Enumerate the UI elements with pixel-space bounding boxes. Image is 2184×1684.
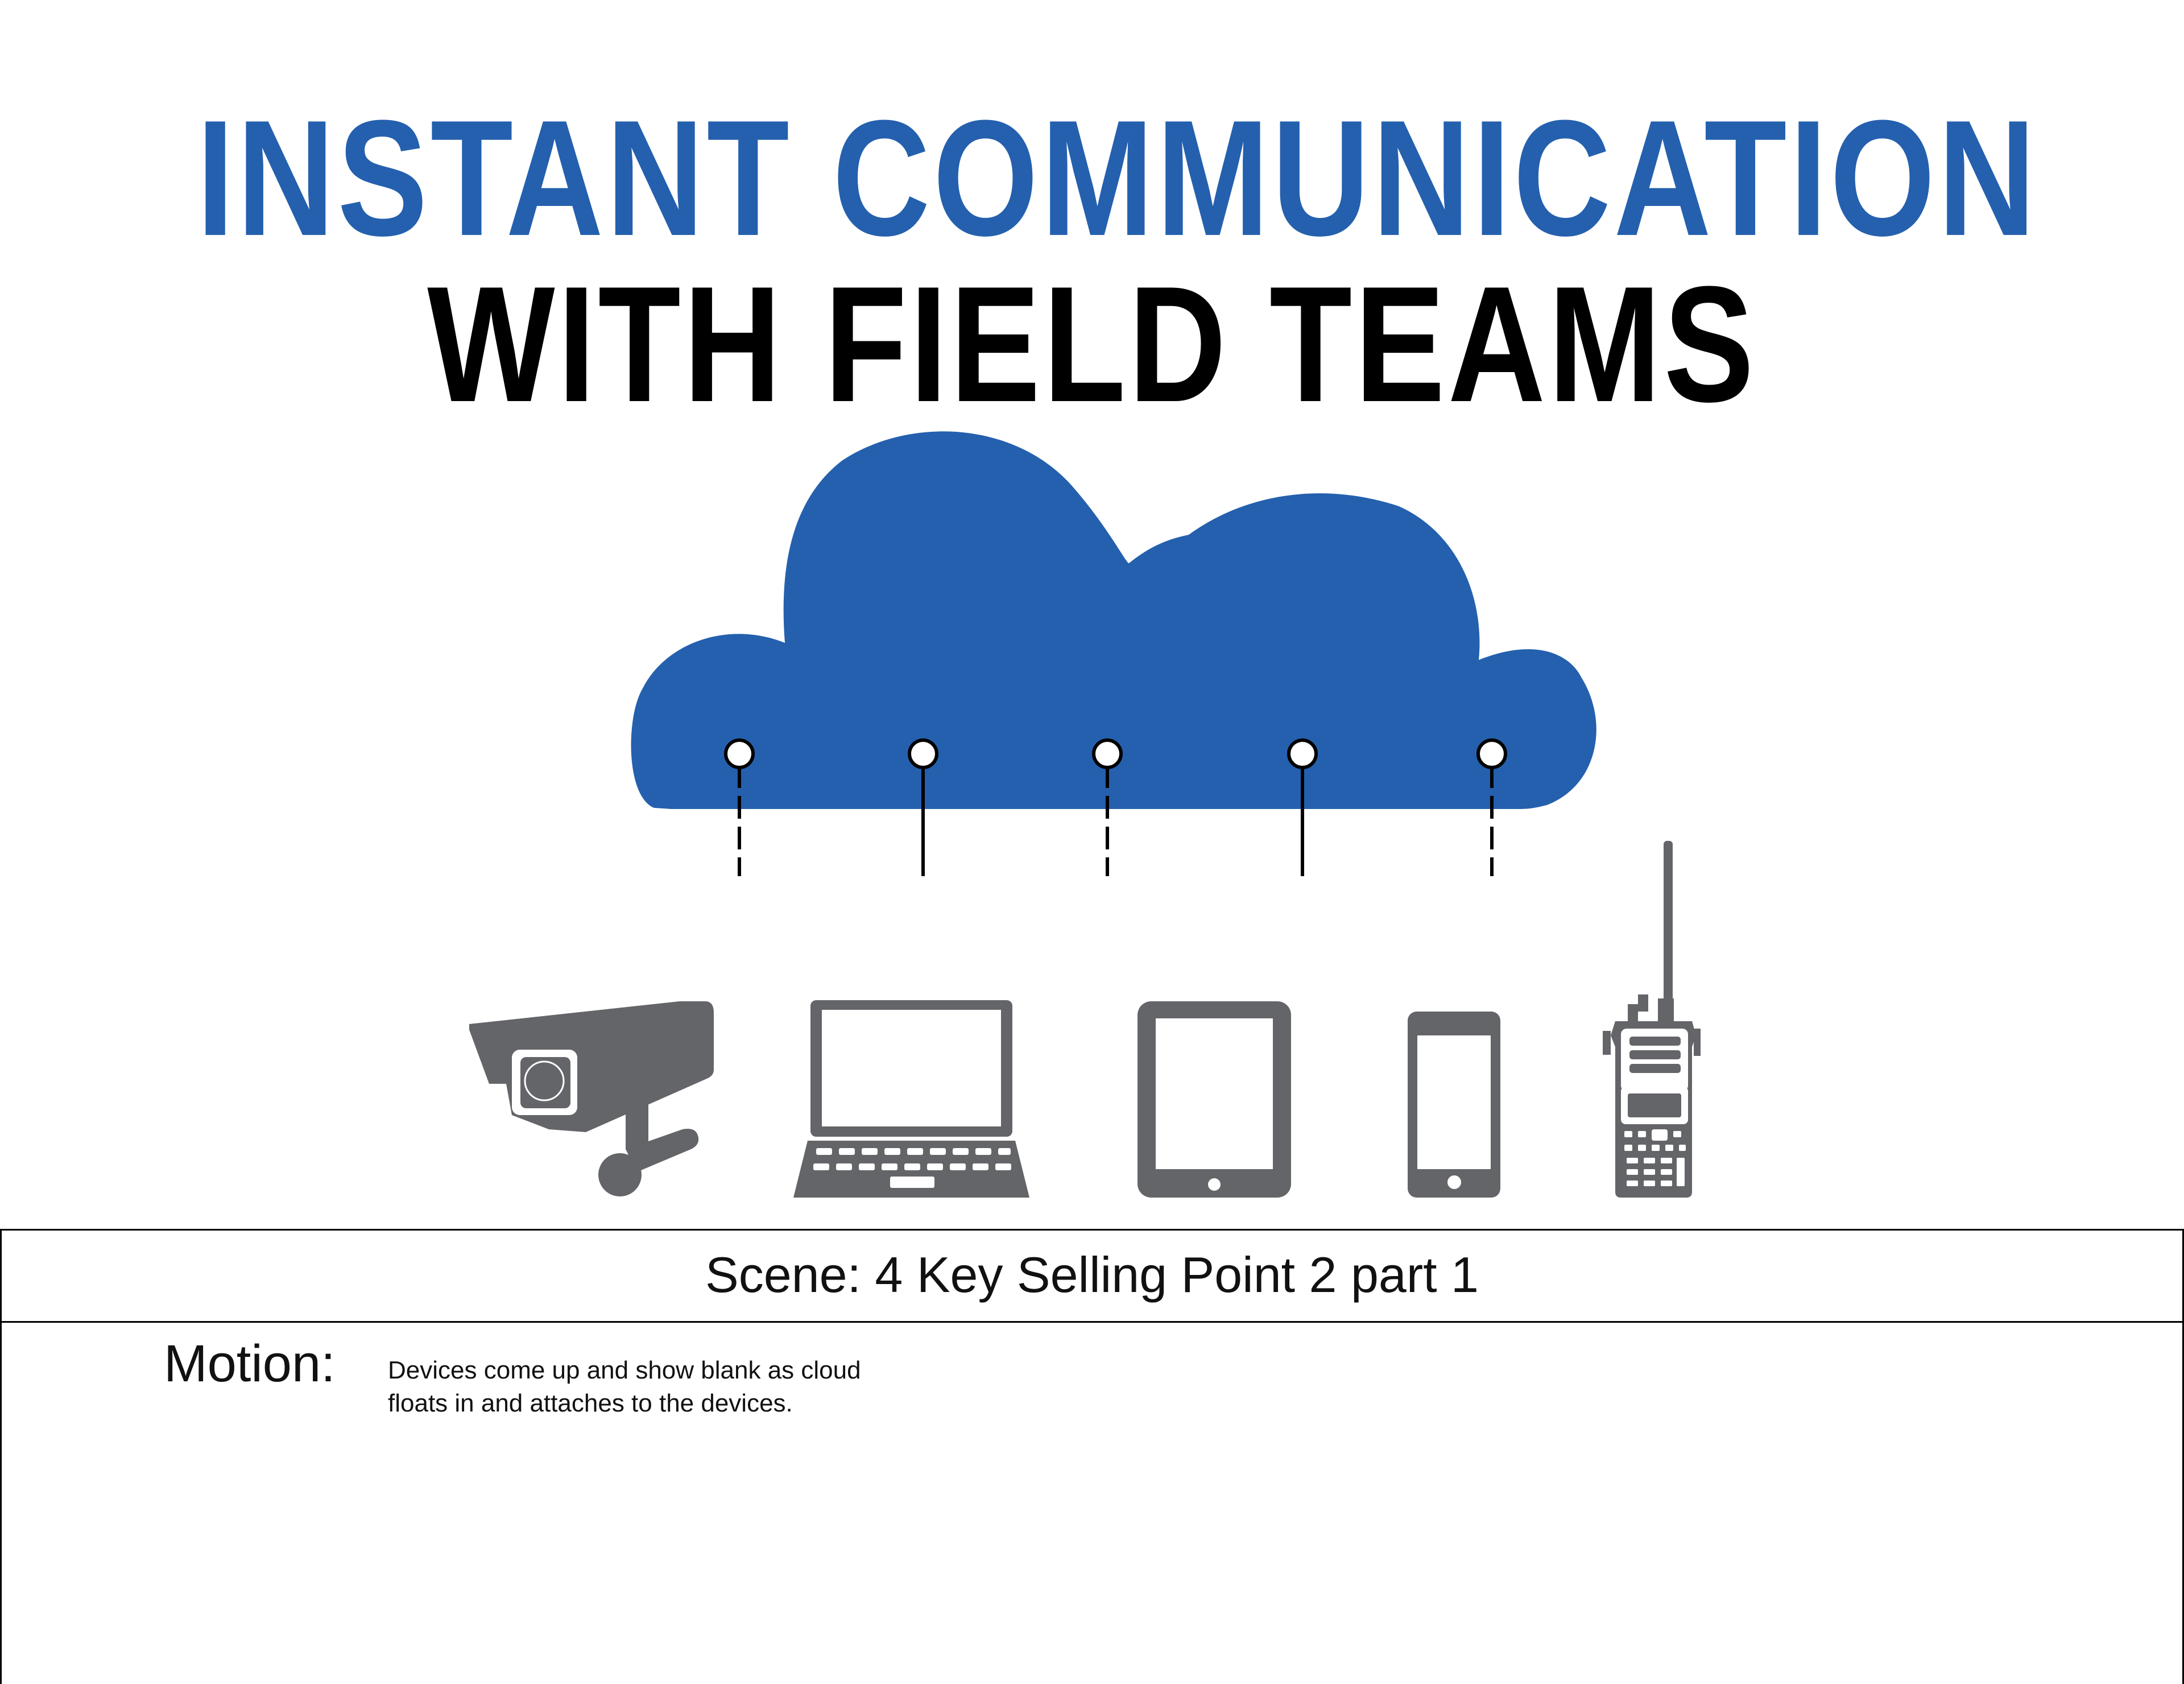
motion-line-1: Devices come up and show blank as cloud: [388, 1356, 861, 1384]
motion-heading: Motion:: [164, 1335, 336, 1393]
tablet-icon: [1138, 1001, 1291, 1198]
panel-border-right: [2182, 1229, 2184, 1684]
scene-panel: [0, 1229, 2184, 1684]
radio-icon: [1603, 841, 1701, 1198]
smartphone-icon: [1408, 1012, 1500, 1198]
cloud-icon: [631, 431, 1596, 809]
motion-description: Devices come up and show blank as cloud …: [388, 1354, 957, 1420]
panel-border-left: [0, 1229, 2, 1684]
title-line-1: INSTANT COMMUNICATION: [196, 86, 2038, 270]
scene-label: Scene: 4 Key Selling Point 2 part 1: [705, 1247, 1479, 1303]
cctv-camera-icon: [469, 1001, 714, 1196]
connector-3: [1092, 738, 1123, 876]
illustration: [469, 431, 1701, 1198]
connector-5: [1476, 738, 1507, 876]
title-line-2: WITH FIELD TEAMS: [427, 252, 1757, 436]
connector-1: [724, 738, 755, 876]
motion-line-2: floats in and attaches to the devices.: [388, 1389, 793, 1417]
connector-4: [1287, 738, 1318, 876]
laptop-icon: [793, 1000, 1029, 1198]
connector-2: [908, 738, 938, 876]
scene-divider: [0, 1321, 2184, 1323]
